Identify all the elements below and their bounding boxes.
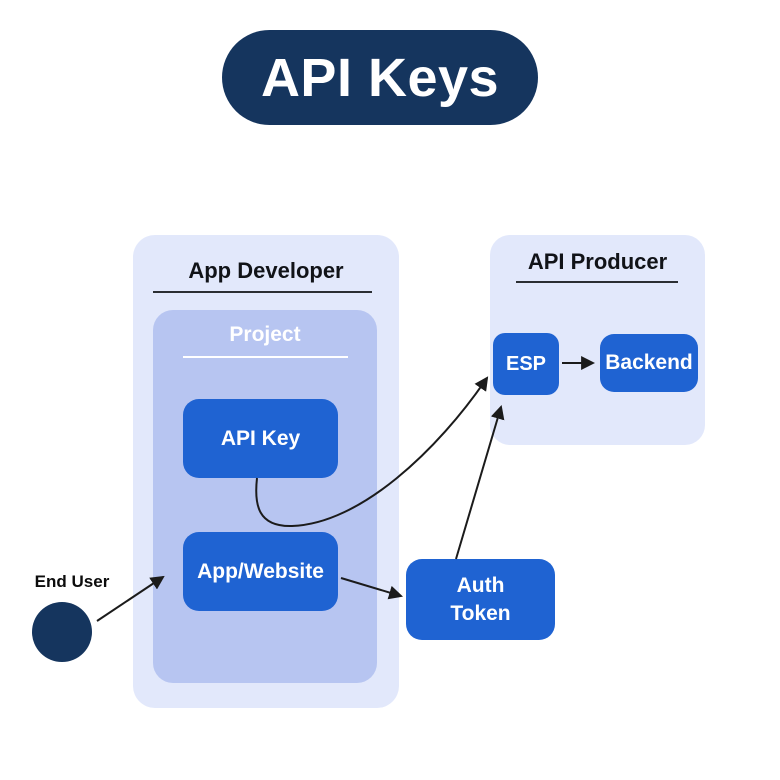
group-app-developer-label: App Developer — [188, 258, 344, 283]
node-api-key: API Key — [183, 399, 338, 478]
diagram-title: API Keys — [260, 47, 500, 108]
node-backend-label: Backend — [605, 351, 693, 375]
node-esp: ESP — [493, 333, 559, 395]
group-app-developer: App Developer Project API Key App/Websit… — [133, 235, 399, 708]
group-project-underline — [183, 356, 348, 358]
node-esp-label: ESP — [505, 353, 547, 375]
group-api-producer-label: API Producer — [527, 249, 668, 274]
group-api-producer: API Producer ESP Backend — [490, 235, 705, 445]
group-api-producer-underline — [516, 281, 678, 283]
node-auth-token: Auth Token — [406, 559, 555, 640]
node-api-key-label: API Key — [220, 426, 301, 450]
group-app-developer-underline — [153, 291, 372, 293]
actor-end-user-icon — [32, 602, 92, 662]
node-app-website-label: App/Website — [197, 559, 324, 583]
actor-end-user-label: End User — [34, 572, 110, 591]
node-app-website: App/Website — [183, 532, 338, 611]
node-auth-token-label-line1: Auth — [456, 574, 505, 598]
node-backend: Backend — [600, 334, 698, 392]
group-project: Project API Key App/Website — [153, 310, 377, 683]
diagram-title-pill: API Keys — [222, 30, 538, 125]
node-auth-token-label-line2: Token — [450, 601, 511, 625]
group-project-label: Project — [229, 323, 301, 346]
